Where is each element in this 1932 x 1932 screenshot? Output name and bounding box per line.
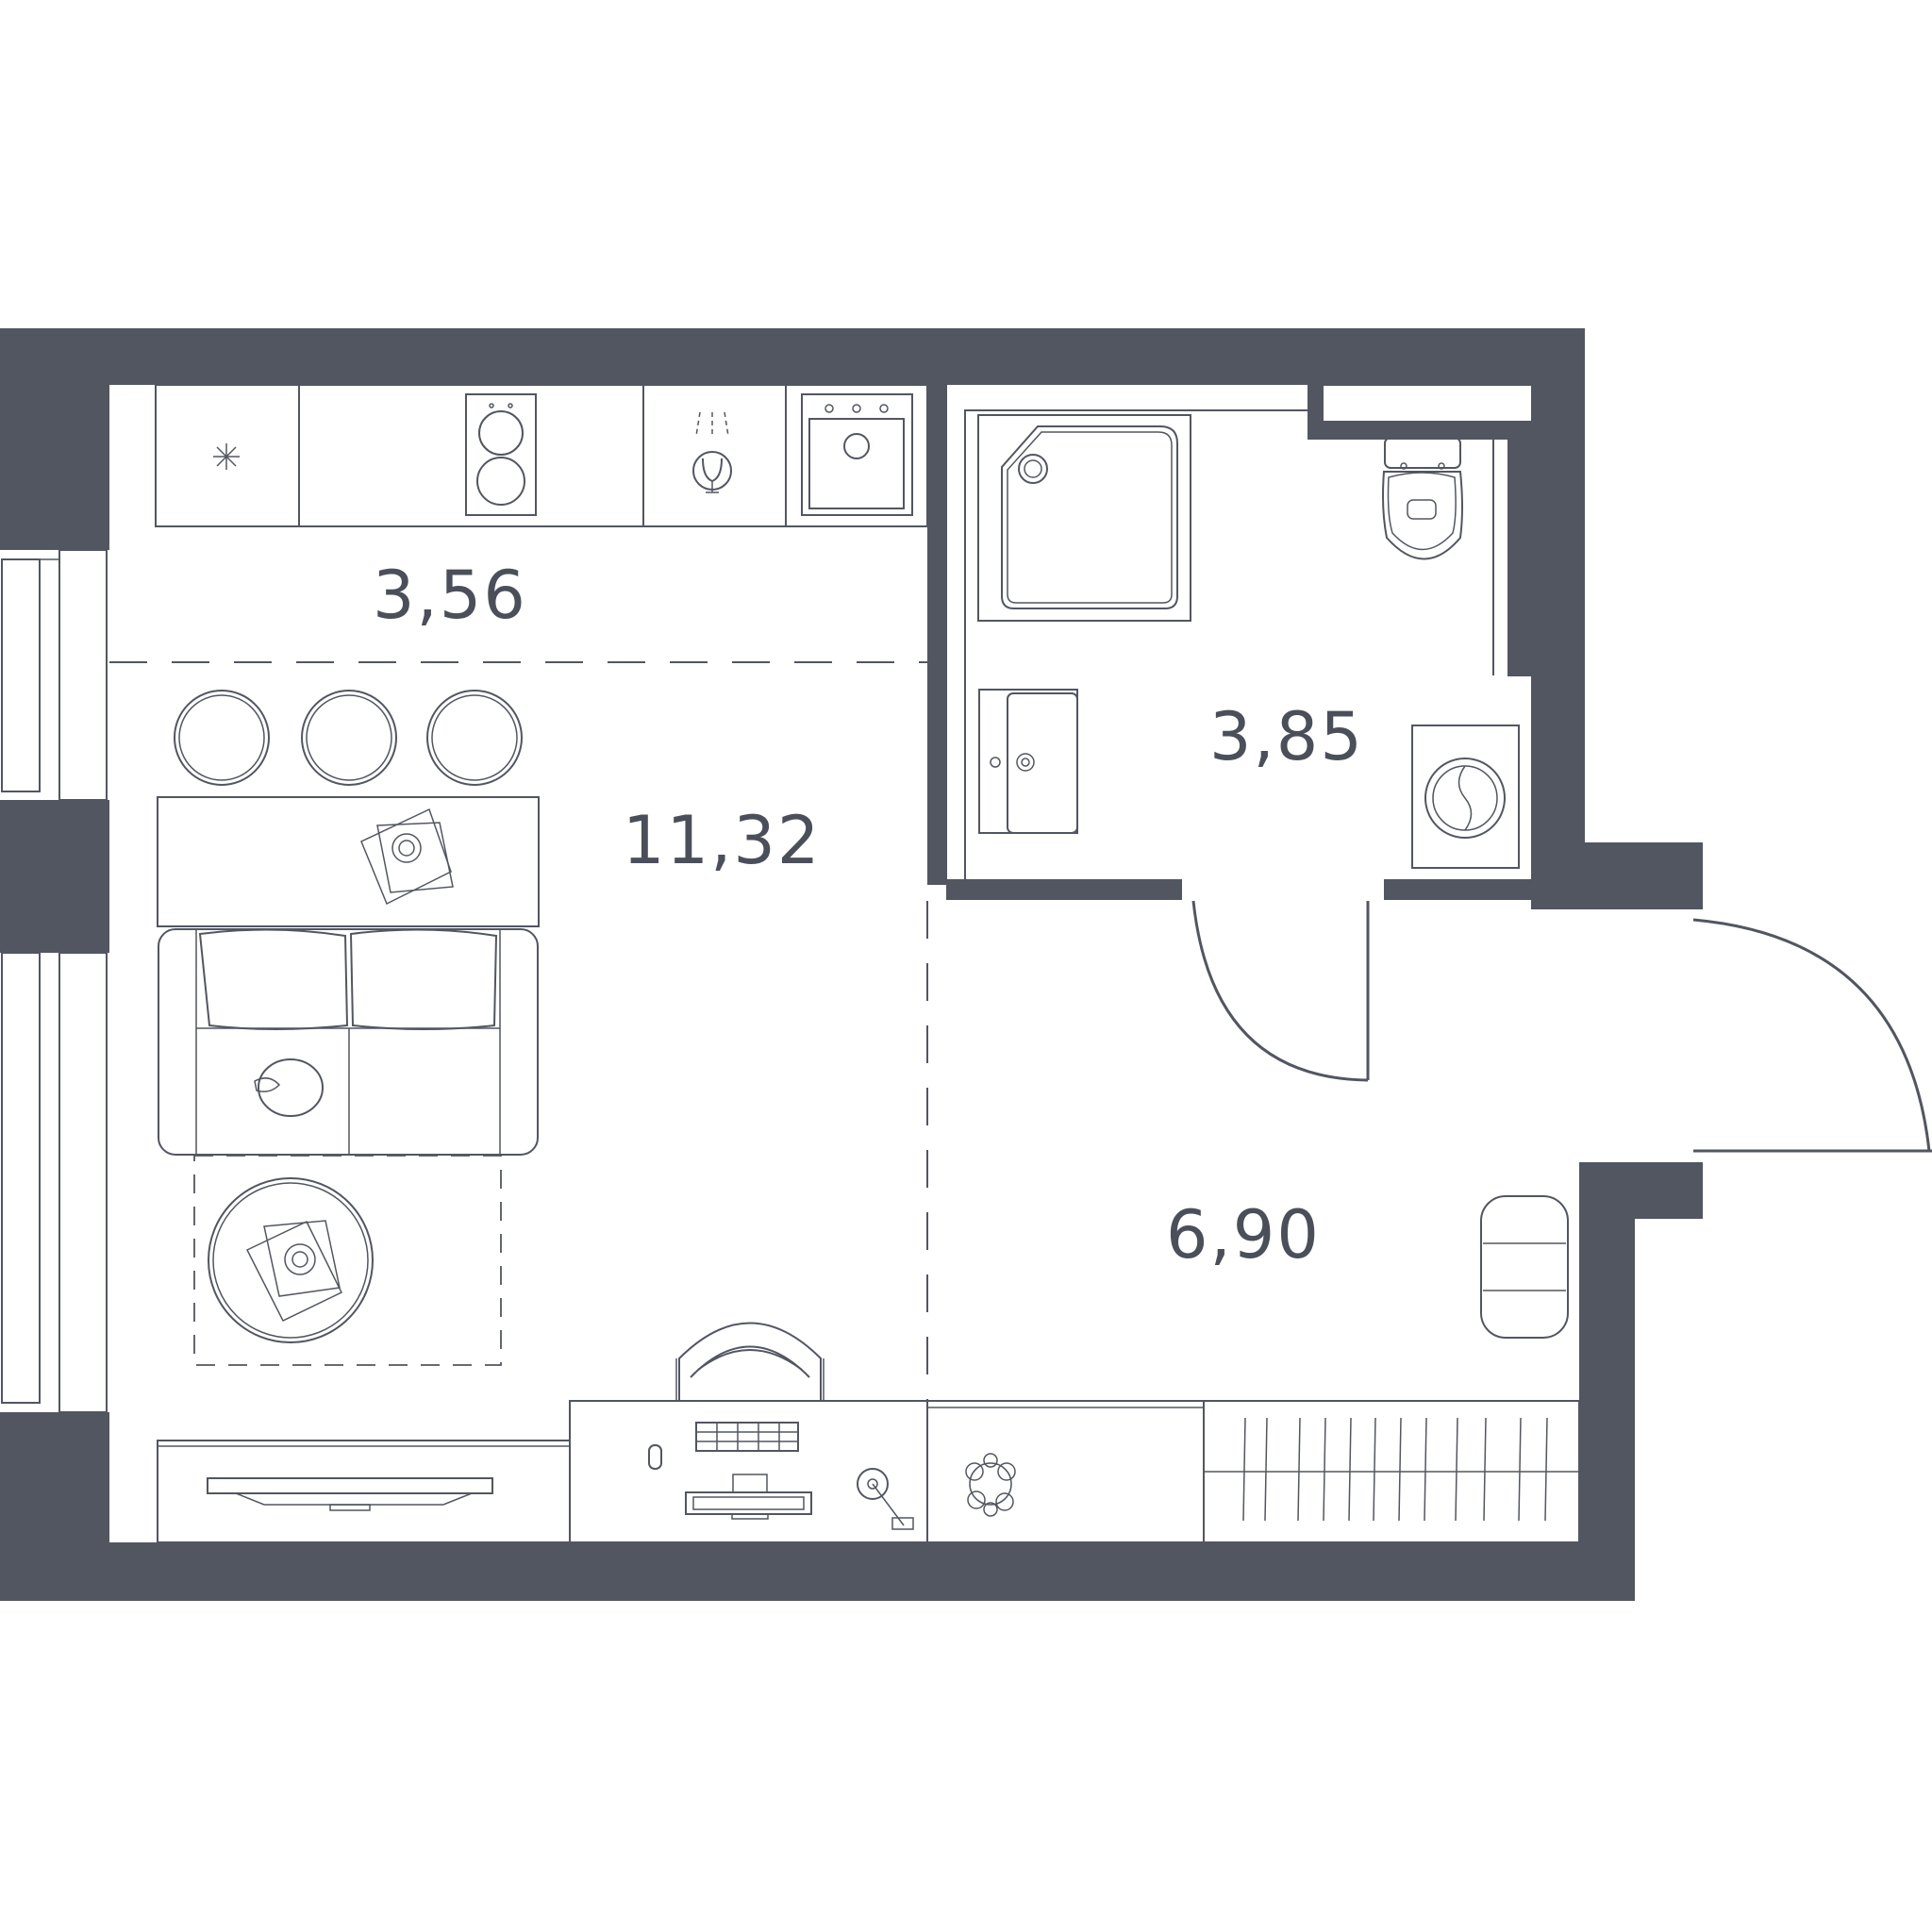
bathroom-door (1191, 900, 1370, 1082)
pouf-icon (1480, 1195, 1569, 1339)
window-upper (1, 549, 108, 801)
tv-unit (157, 1440, 571, 1543)
toilet (1382, 437, 1463, 560)
shower-tray (977, 414, 1191, 622)
area-label-bathroom: 3,85 (1209, 698, 1364, 775)
monitor-icon (685, 1474, 812, 1520)
washing-machine (1411, 724, 1520, 869)
cat-icon (254, 1058, 324, 1117)
kitchen-counter (155, 384, 928, 527)
wardrobe (1203, 1400, 1580, 1543)
desk-lamp-icon (857, 1468, 914, 1530)
shoe-cabinet (926, 1400, 1205, 1543)
plant-icon (965, 1453, 1016, 1517)
magazine-icon (360, 808, 454, 906)
keyboard-icon (695, 1422, 799, 1452)
window-lower (1, 952, 108, 1413)
area-label-hall: 6,90 (1166, 1196, 1321, 1274)
area-label-living: 11,32 (623, 802, 821, 879)
washbasin (978, 689, 1078, 834)
bar-stools (174, 690, 523, 786)
bathroom-outline (945, 384, 1531, 879)
cooktop-icon (465, 393, 537, 516)
kitchen-sink-icon (692, 411, 732, 493)
entrance-door (1692, 918, 1932, 1153)
dining-table (157, 796, 540, 927)
mouse-icon (648, 1444, 662, 1470)
rug (193, 1155, 502, 1366)
oven-icon (801, 393, 913, 516)
walls (0, 328, 1703, 1601)
desk-chair (675, 1322, 824, 1401)
area-label-kitchen: 3,56 (373, 557, 527, 634)
coffee-table (208, 1177, 374, 1343)
sofa (158, 928, 539, 1156)
fridge-snowflake-icon (213, 443, 240, 470)
